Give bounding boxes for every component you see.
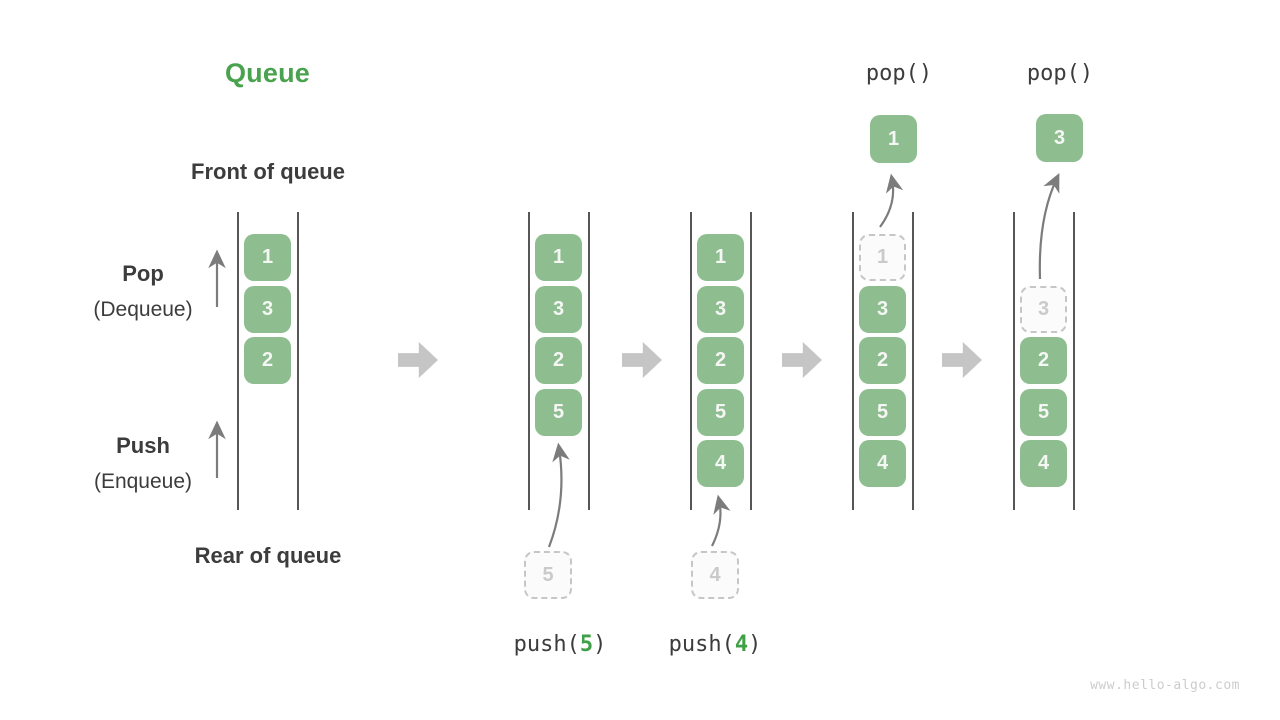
dequeue-label: (Dequeue): [93, 298, 193, 321]
queue-element: 2: [859, 337, 906, 384]
queue-wall-line: [297, 212, 299, 510]
queue-wall-line: [1073, 212, 1075, 510]
push-close-paren: ): [593, 632, 607, 657]
queue-wall-line: [750, 212, 752, 510]
queue-element: 5: [1020, 389, 1067, 436]
pop-call-label: pop(): [1026, 61, 1094, 86]
pending-push-box: 4: [691, 551, 739, 599]
watermark: www.hello-algo.com: [1090, 678, 1240, 693]
queue-element: 3: [697, 286, 744, 333]
queue-element: 3: [535, 286, 582, 333]
queue-column-4: 1 3 2 5 4: [852, 212, 914, 510]
step-arrow-icon: [398, 342, 438, 378]
queue-element-popped-ghost: 3: [1020, 286, 1067, 333]
queue-column-5: 3 2 5 4: [1013, 212, 1075, 510]
queue-wall-line: [1013, 212, 1015, 510]
queue-element: 3: [244, 286, 291, 333]
queue-wall-line: [912, 212, 914, 510]
queue-wall-line: [237, 212, 239, 510]
queue-element-popped-ghost: 1: [859, 234, 906, 281]
queue-column-3: 1 3 2 5 4: [690, 212, 752, 510]
push-arg-value: 5: [579, 632, 594, 657]
pop-call-label: pop(): [865, 61, 933, 86]
push-call-label: push(4): [645, 632, 785, 657]
front-of-queue-label: Front of queue: [191, 159, 345, 184]
enqueue-label: (Enqueue): [93, 470, 193, 493]
step-arrow-icon: [782, 342, 822, 378]
push-call-label: push(5): [490, 632, 630, 657]
queue-wall-line: [852, 212, 854, 510]
queue-element: 2: [535, 337, 582, 384]
queue-element: 4: [859, 440, 906, 487]
queue-element: 4: [697, 440, 744, 487]
step-arrow-icon: [942, 342, 982, 378]
queue-wall-line: [690, 212, 692, 510]
queue-element: 4: [1020, 440, 1067, 487]
queue-element: 2: [697, 337, 744, 384]
push-fn-text: push(: [513, 632, 580, 657]
queue-element: 2: [1020, 337, 1067, 384]
queue-element: 5: [859, 389, 906, 436]
queue-element: 2: [244, 337, 291, 384]
push-fn-text: push(: [668, 632, 735, 657]
queue-column-2: 1 3 2 5: [528, 212, 590, 510]
queue-column-1: 1 3 2: [237, 212, 299, 510]
queue-element: 5: [697, 389, 744, 436]
push-arg-value: 4: [734, 632, 749, 657]
push-label: Push: [116, 433, 170, 458]
queue-wall-line: [588, 212, 590, 510]
push-close-paren: ): [748, 632, 762, 657]
popped-value-box: 3: [1036, 114, 1083, 162]
pop-label: Pop: [122, 261, 164, 286]
queue-wall-line: [528, 212, 530, 510]
popped-value-box: 1: [870, 115, 917, 163]
queue-element: 1: [244, 234, 291, 281]
step-arrow-icon: [622, 342, 662, 378]
pending-push-box: 5: [524, 551, 572, 599]
rear-of-queue-label: Rear of queue: [194, 543, 342, 568]
diagram-title: Queue: [224, 58, 311, 88]
queue-element: 1: [535, 234, 582, 281]
queue-element: 1: [697, 234, 744, 281]
queue-element: 5: [535, 389, 582, 436]
queue-element: 3: [859, 286, 906, 333]
